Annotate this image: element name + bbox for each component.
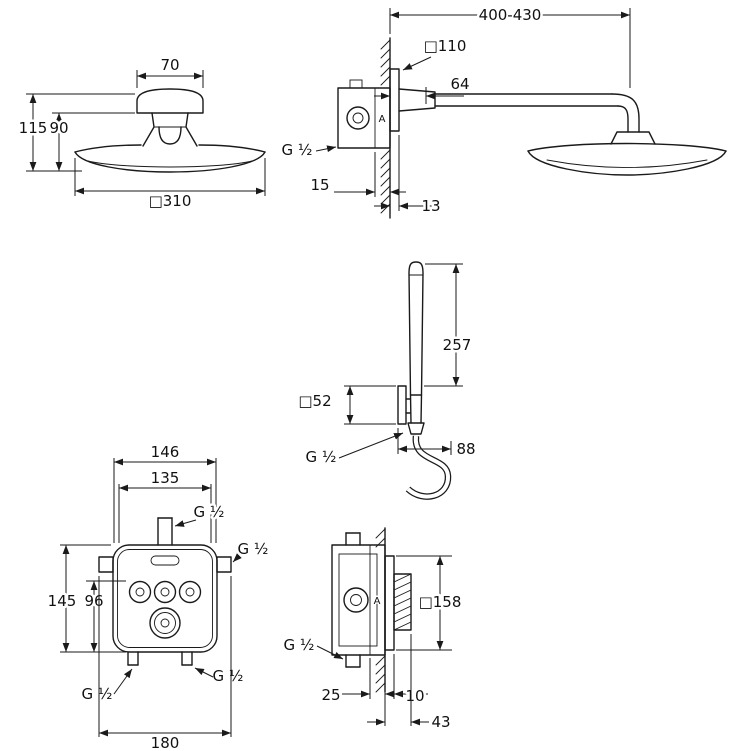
head-disc-top-right (198, 144, 266, 153)
hand-shower-object (397, 261, 452, 500)
head-hub (610, 131, 656, 145)
valve-cartridge-center (350, 594, 362, 606)
thermostat-side-object: A (331, 527, 412, 693)
thermostat-front-dimensions: 146 135 G ½ G ½ 145 96 G ½ G ½ 180 (45, 441, 271, 751)
thermostat-side-dimensions: □158 G ½ 25 10 43 (281, 555, 464, 734)
temperature-dial-center (160, 618, 170, 628)
dim-label-inner-width: 135 (151, 469, 180, 487)
head-profile-object (74, 88, 266, 173)
control-button-center (185, 587, 195, 597)
control-button (128, 580, 152, 604)
dim-label-arm-thread: G ½ (282, 141, 313, 159)
dim-label-overall-width: 180 (151, 734, 180, 751)
leader-arrow (232, 553, 242, 563)
dim-label-head-body-height: 90 (49, 119, 68, 137)
head-profile-dimensions: 70 115 90 □310 (16, 54, 266, 213)
arm-installation-dimensions: 400-430 □110 64 G ½ 15 13 (279, 4, 631, 218)
dim-label-total-depth: 43 (431, 713, 450, 731)
head-disc-top-left (74, 144, 142, 153)
leader-arrow (315, 145, 337, 153)
dim-label-arm-escutcheon: □110 (424, 37, 467, 55)
trim-plate-side (384, 555, 395, 651)
control-button-center (160, 587, 170, 597)
dim-label-total-height: 145 (48, 592, 77, 610)
trim-plate (112, 544, 218, 653)
valve-body-mark: A (379, 114, 386, 125)
side-outlet-right (216, 556, 232, 573)
dim-label-plate-depth: 10 (405, 687, 424, 705)
dim-label-projection: 400-430 (479, 6, 542, 24)
wand-handle-right (420, 394, 423, 424)
arm-elbow-outer (611, 93, 640, 133)
thermostat-side-view: A □158 G ½ 25 10 (281, 527, 464, 734)
arm-collar (398, 88, 436, 112)
leader-arrow (338, 432, 404, 459)
dim-label-lower-height: 96 (84, 592, 103, 610)
dim-label-plate-depth: 13 (421, 197, 440, 215)
dim-label-head-top-width: 70 (160, 56, 179, 74)
temperature-dial (149, 607, 181, 639)
hose-nut (407, 422, 425, 435)
control-button-center (135, 587, 145, 597)
dim-label-thread-bottom-left: G ½ (82, 685, 113, 703)
valve-cartridge (346, 106, 370, 130)
holder-wall-plate (397, 385, 407, 425)
head-profile-view: 70 115 90 □310 (16, 54, 266, 213)
dim-label-side-thread: G ½ (284, 636, 315, 654)
dim-label-head-width: □310 (149, 192, 192, 210)
dim-label-thread-top: G ½ (194, 503, 225, 521)
valve-top-stub (349, 79, 363, 89)
dim-label-side-escutcheon: □158 (419, 593, 462, 611)
arm-installation-view: A 400-430 □110 64 G ½ (279, 4, 727, 219)
dim-label-wall-depth: 15 (310, 176, 329, 194)
thermostat-front-object (98, 517, 232, 666)
valve-cartridge-center (352, 112, 364, 124)
arm-escutcheon (389, 68, 400, 132)
leader-arrow (402, 56, 432, 71)
wand-handle-left (409, 394, 412, 424)
dim-label-flange: 64 (450, 75, 469, 93)
leader-arrow (113, 668, 133, 695)
dial-knob-side (393, 573, 412, 631)
dim-label-hand-shower-length: 257 (443, 336, 472, 354)
dim-label-thread-bottom-right: G ½ (213, 667, 244, 685)
side-outlet-left (98, 556, 114, 573)
wall-hatching (380, 39, 391, 214)
leader-arrow (174, 519, 197, 527)
hand-shower-view: 257 □52 G ½ 88 (296, 261, 478, 500)
leader-arrow (194, 667, 214, 678)
arm-installation-object: A (337, 37, 727, 219)
hand-shower-wand (408, 261, 424, 396)
wall-hatching (375, 528, 386, 693)
head-top-outline (527, 142, 727, 152)
head-face-line (546, 159, 708, 168)
valve-body-mark: A (374, 596, 381, 607)
head-neck-cup (158, 126, 182, 145)
dim-label-holder-escutcheon: □52 (298, 392, 331, 410)
dim-label-holder-thread: G ½ (306, 448, 337, 466)
arm-elbow-inner (617, 105, 629, 133)
logo-pill (150, 555, 180, 566)
dim-label-holder-projection: 88 (456, 440, 475, 458)
head-disc-bottom (74, 151, 266, 173)
leader-arrow (316, 645, 344, 660)
dim-label-head-total-height: 115 (19, 119, 48, 137)
dim-label-upper-width: 146 (151, 443, 180, 461)
head-bottom-outline (527, 150, 727, 176)
head-cap (136, 88, 204, 114)
control-button (153, 580, 177, 604)
temperature-dial-ring (154, 612, 176, 634)
thermostat-front-view: 146 135 G ½ G ½ 145 96 G ½ G ½ 180 (45, 441, 271, 751)
valve-body-inner (338, 553, 378, 647)
dim-label-box-depth: 25 (321, 686, 340, 704)
dim-label-thread-right: G ½ (238, 540, 269, 558)
trim-plate-face (117, 549, 213, 648)
dial-knob-knurl (393, 573, 412, 631)
head-disc-face-line (87, 160, 253, 168)
head-neck-right (185, 112, 198, 147)
valve-cartridge (343, 587, 369, 613)
head-neck-left (142, 112, 155, 147)
hand-shower-dimensions: 257 □52 G ½ 88 (296, 263, 478, 469)
control-button (178, 580, 202, 604)
